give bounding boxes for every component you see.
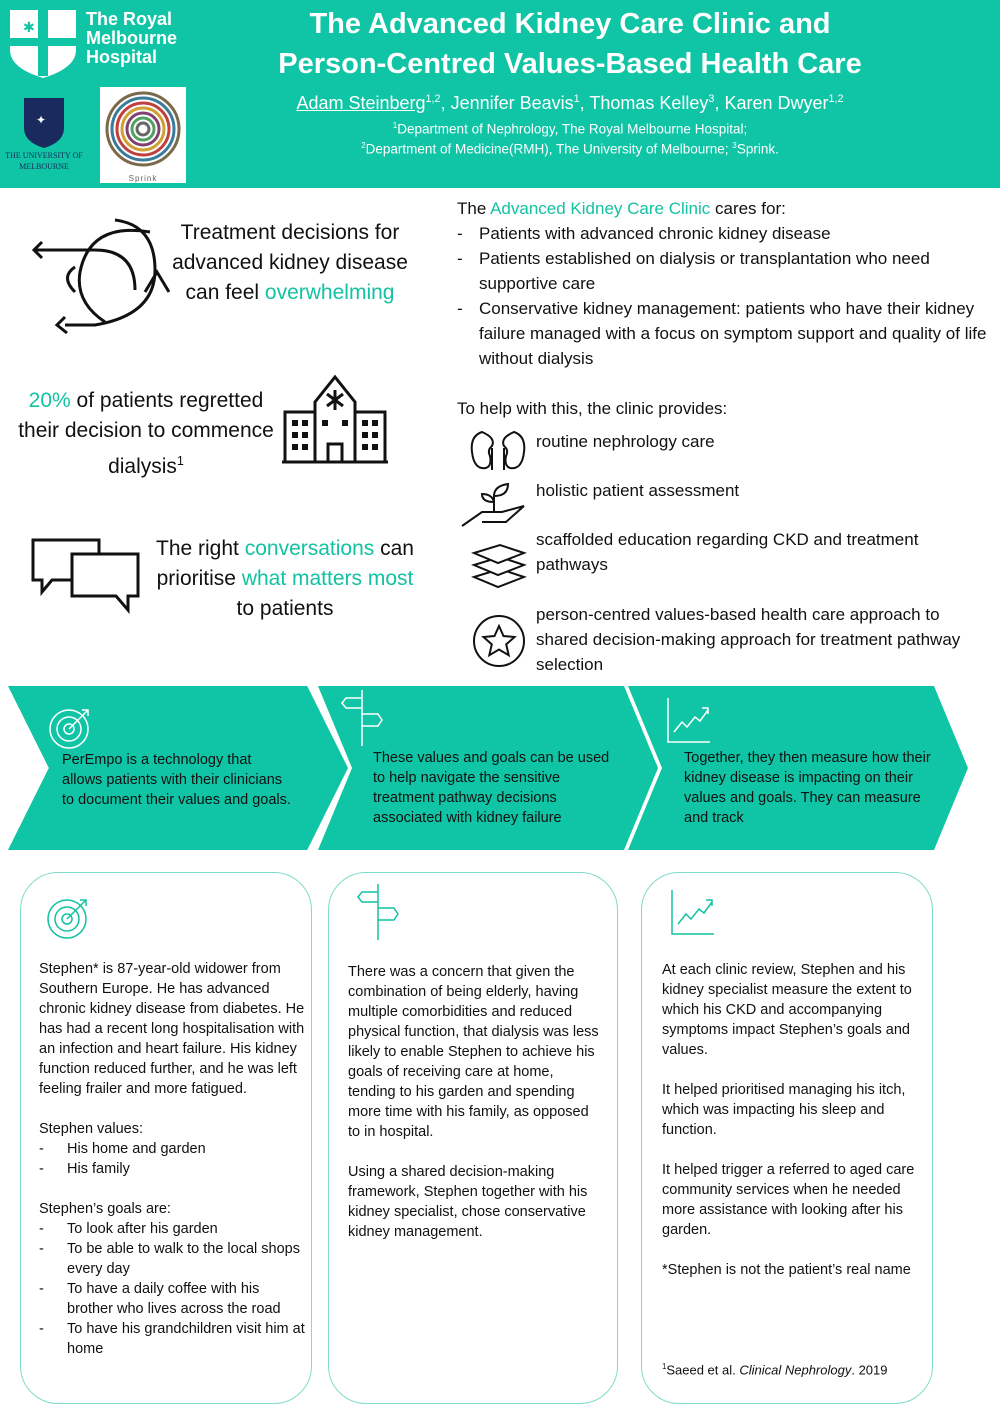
signpost-icon — [357, 884, 399, 940]
goal-item: To be able to walk to the local shops ev… — [39, 1239, 309, 1279]
value-item: His family — [39, 1159, 309, 1179]
rmh-shield-logo: ✱ — [10, 10, 76, 78]
books-icon — [471, 543, 527, 589]
decision-story: There was a concern that given the combi… — [348, 962, 604, 1262]
cares-intro: The Advanced Kidney Care Clinic cares fo… — [457, 196, 997, 221]
decision-paragraph: Using a shared decision-making framework… — [348, 1164, 588, 1240]
conversations-statement: The right conversations can prioritise w… — [150, 534, 420, 624]
provides-item: holistic patient assessment — [536, 481, 740, 500]
affiliation-1: 1Department of Nephrology, The Royal Mel… — [392, 121, 748, 137]
author-name: Jennifer Beavis — [450, 93, 574, 113]
intro-text: cares for: — [710, 199, 786, 218]
author-sup: 1,2 — [425, 93, 441, 105]
overwhelming-statement: Treatment decisions for advanced kidney … — [172, 218, 408, 308]
chevron-text: PerEmpo is a technology that allows pati… — [62, 752, 291, 808]
decision-paragraph: There was a concern that given the combi… — [348, 964, 599, 1140]
value-item: His home and garden — [39, 1139, 309, 1159]
affiliation-2: 2Department of Medicine(RMH), The Univer… — [361, 141, 779, 157]
clinic-name: Advanced Kidney Care Clinic — [490, 199, 711, 218]
statement-text: Treatment decisions for advanced kidney … — [172, 221, 408, 304]
author-list: Adam Steinberg1,2, Jennifer Beavis1, Tho… — [296, 93, 844, 113]
chart-icon — [671, 890, 714, 935]
svg-text:✦: ✦ — [36, 113, 46, 127]
provides-item: scaffolded education regarding CKD and t… — [536, 530, 919, 574]
speech-bubbles-icon — [31, 538, 140, 614]
cares-item: Patients established on dialysis or tran… — [457, 246, 997, 296]
ref-sup: 1 — [662, 1362, 667, 1371]
affiliation-text: Department of Medicine(RMH), The Univers… — [365, 141, 733, 157]
chevron-text: Together, they then measure how their ki… — [684, 750, 931, 826]
statement-text: of patients regretted their decision to … — [18, 389, 274, 478]
sprink-logo-text: Sprink — [128, 174, 158, 183]
review-paragraph: At each clinic review, Stephen and his k… — [662, 962, 912, 1058]
star-icon — [473, 615, 525, 667]
affiliation-text: Department of Nephrology, The Royal Melb… — [397, 121, 748, 137]
goal-item: To have a daily coffee with his brother … — [39, 1279, 309, 1319]
tangled-arrows-icon — [31, 218, 170, 334]
target-icon — [49, 709, 89, 749]
goal-item: To look after his garden — [39, 1219, 309, 1239]
case-story: Stephen* is 87-year-old widower from Sou… — [39, 959, 309, 1359]
author-sup: 1 — [573, 93, 580, 105]
chevron-step-1 — [8, 686, 348, 850]
author-name: Karen Dwyer — [724, 93, 829, 113]
case-box-1 — [20, 872, 312, 1404]
statement-text: The right — [156, 537, 245, 560]
name-disclaimer: *Stephen is not the patient’s real name — [662, 1262, 911, 1278]
signpost-icon — [341, 690, 383, 746]
rmh-logo-text: The Royal Melbourne Hospital — [86, 9, 178, 67]
goal-item: To have his grandchildren visit him at h… — [39, 1319, 309, 1359]
review-story: At each clinic review, Stephen and his k… — [662, 960, 916, 1300]
statement-highlight: conversations — [244, 537, 375, 560]
author-sup: 3 — [708, 93, 715, 105]
statement-text: to patients — [236, 597, 334, 620]
title-line: The Advanced Kidney Care Clinic and — [309, 8, 831, 40]
plant-hand-icon — [461, 482, 525, 527]
chevron-step-3 — [628, 686, 968, 850]
review-paragraph: It helped trigger a referred to aged car… — [662, 1162, 915, 1238]
ref-year: . 2019 — [851, 1362, 888, 1378]
affiliation-text: Sprink. — [736, 141, 779, 157]
statement-highlight: what matters most — [241, 567, 414, 590]
svg-text:✱: ✱ — [23, 19, 35, 35]
ref-journal: Clinical Nephrology — [739, 1362, 852, 1378]
case-intro: Stephen* is 87-year-old widower from Sou… — [39, 961, 305, 1097]
uom-logo-text: THE UNIVERSITY OF MELBOURNE — [5, 151, 83, 171]
goals-label: Stephen’s goals are: — [39, 1201, 171, 1217]
reference: 1Saeed et al. Clinical Nephrology. 2019 — [662, 1362, 888, 1377]
statistic-value: 20% — [28, 389, 71, 412]
target-icon — [47, 899, 87, 939]
provides-item: routine nephrology care — [536, 432, 715, 451]
cares-item: Patients with advanced chronic kidney di… — [457, 221, 997, 246]
case-box-3 — [641, 872, 933, 1404]
values-label: Stephen values: — [39, 1121, 143, 1137]
review-paragraph: It helped prioritised managing his itch,… — [662, 1082, 906, 1138]
statement-text: can prioritise — [156, 537, 414, 590]
sprink-logo: Sprink — [100, 87, 186, 183]
author-name: Thomas Kelley — [589, 93, 709, 113]
clinic-cares-for: The Advanced Kidney Care Clinic cares fo… — [457, 196, 997, 421]
chevron-text: These values and goals can be used to he… — [373, 750, 610, 826]
uom-crest-logo: ✦ — [24, 98, 64, 148]
title-line: Person-Centred Values-Based Health Care — [278, 48, 862, 80]
chart-icon — [667, 698, 710, 743]
case-box-2 — [328, 872, 618, 1404]
kidney-icon — [470, 430, 526, 470]
author-sup: 1,2 — [828, 93, 844, 105]
hospital-icon — [282, 374, 388, 464]
ref-authors: Saeed et al. — [666, 1362, 740, 1378]
cares-item: Conservative kidney management: patients… — [457, 296, 997, 371]
author-name[interactable]: Adam Steinberg — [296, 93, 426, 113]
provides-item: person-centred values-based health care … — [536, 605, 961, 674]
statement-highlight: overwhelming — [264, 281, 395, 304]
intro-text: The — [457, 199, 491, 218]
regret-statistic: 20% of patients regretted their decision… — [18, 386, 274, 482]
provides-label: To help with this, the clinic provides: — [457, 399, 728, 418]
citation-sup: 1 — [176, 454, 184, 468]
